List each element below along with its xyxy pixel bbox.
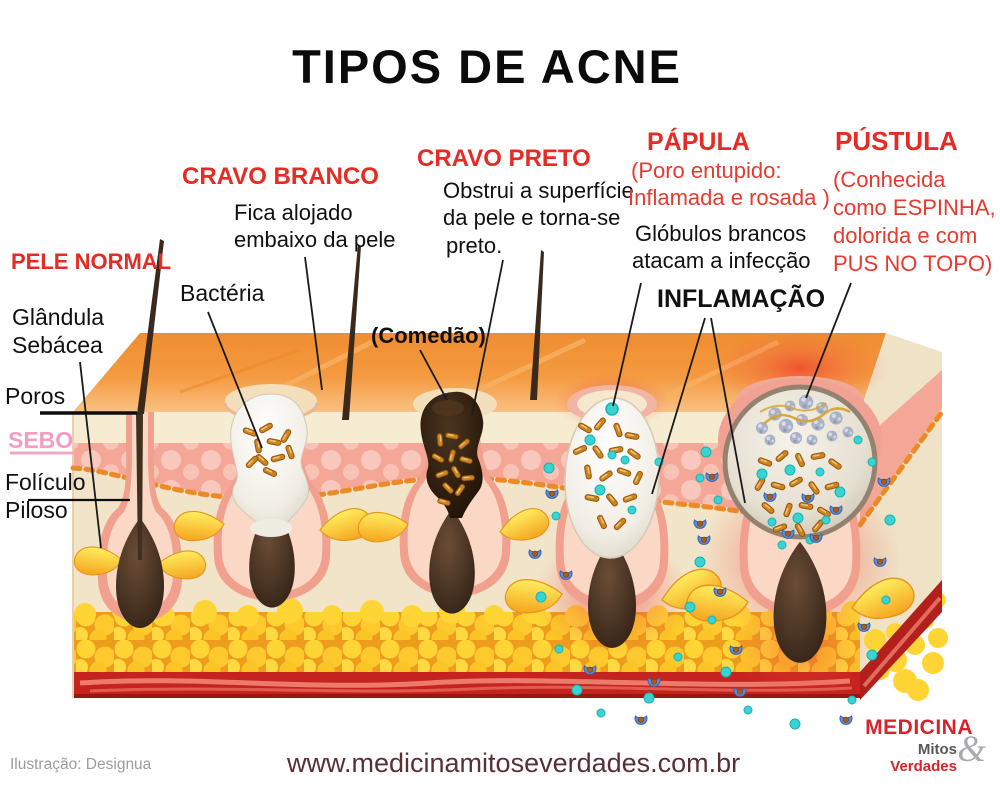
label-papula: PÁPULA [647,128,750,156]
logo-ampersand: & [957,729,986,770]
follicle-whitehead [172,384,377,608]
logo-verdades: Verdades [890,758,957,775]
cravo-preto-desc-1: Obstrui a superfície [443,178,634,203]
glandula-pointer [79,361,102,549]
pointer-lines [79,256,852,549]
follicle-pustule [683,330,921,702]
cravo-branco-desc-1: Fica alojado [234,200,353,225]
papula-sub-2: Inflamada e rosada ) [628,185,830,210]
logo-medicina: MEDICINA [865,716,973,739]
scattered-white-blood-cells [535,435,896,730]
label-pele-normal: PELE NORMAL [11,249,172,274]
label-poros: Poros [5,383,66,409]
cravo-branco-desc-2: embaixo da pele [234,227,396,252]
comedo-pointer-left [419,349,448,401]
papula-sub-1: (Poro entupido: [631,158,782,183]
brand-logo: MEDICINA Mitos Verdades [865,716,973,775]
right-bevel-face [857,333,948,701]
papula-desc-2: atacam a infecção [632,248,811,273]
white-blood-cells [584,434,637,515]
hair-shaft [530,250,544,400]
whitehead-pointer [304,256,323,391]
inflamacao-pointer-left [651,317,706,495]
hair-shaft [342,244,361,420]
white-blood-cells [756,464,846,550]
label-inflamacao: INFLAMAÇÃO [657,285,826,313]
label-glandula-1: Glândula [12,304,105,330]
cravo-preto-desc-2: da pele e torna-se [443,205,621,230]
pustula-sub-1: (Conhecida [833,167,946,192]
label-cravo-branco: CRAVO BRANCO [182,163,379,190]
papula-desc-1: Glóbulos brancos [635,221,807,246]
label-foliculo-1: Folículo [5,469,86,495]
follicle-blackhead [356,388,554,614]
hair-shaft [137,239,164,414]
illustration-credit: Ilustração: Designua [10,756,152,773]
label-pustula: PÚSTULA [835,126,958,156]
website-url: www.medicinamitoseverdades.com.br [287,748,741,778]
bacteria-pointer [207,311,263,449]
label-cravo-preto: CRAVO PRETO [417,145,591,172]
follicle-papule [503,374,728,655]
pustula-sub-4: PUS NO TOPO) [833,251,993,276]
label-comedao: (Comedão) [371,323,486,348]
pustula-sub-2: como ESPINHA, [833,195,996,220]
follicle-normal [72,239,208,628]
inflamacao-pointer-right [710,317,746,504]
page-title: TIPOS DE ACNE [292,40,682,93]
comedo-pointer-right [471,259,504,416]
label-foliculo-2: Piloso [5,497,68,523]
label-glandula-2: Sebácea [12,332,103,358]
pustula-pointer [805,282,852,399]
logo-mitos: Mitos [917,741,957,758]
cravo-preto-desc-3: preto. [446,233,503,258]
globulos-pointer [612,282,642,407]
pustula-sub-3: dolorida e com [833,223,978,248]
label-sebo: SEBO [8,427,74,453]
white-blood-cell-top [605,402,619,416]
label-bacteria: Bactéria [180,280,265,306]
white-comedo-mass [230,393,309,531]
